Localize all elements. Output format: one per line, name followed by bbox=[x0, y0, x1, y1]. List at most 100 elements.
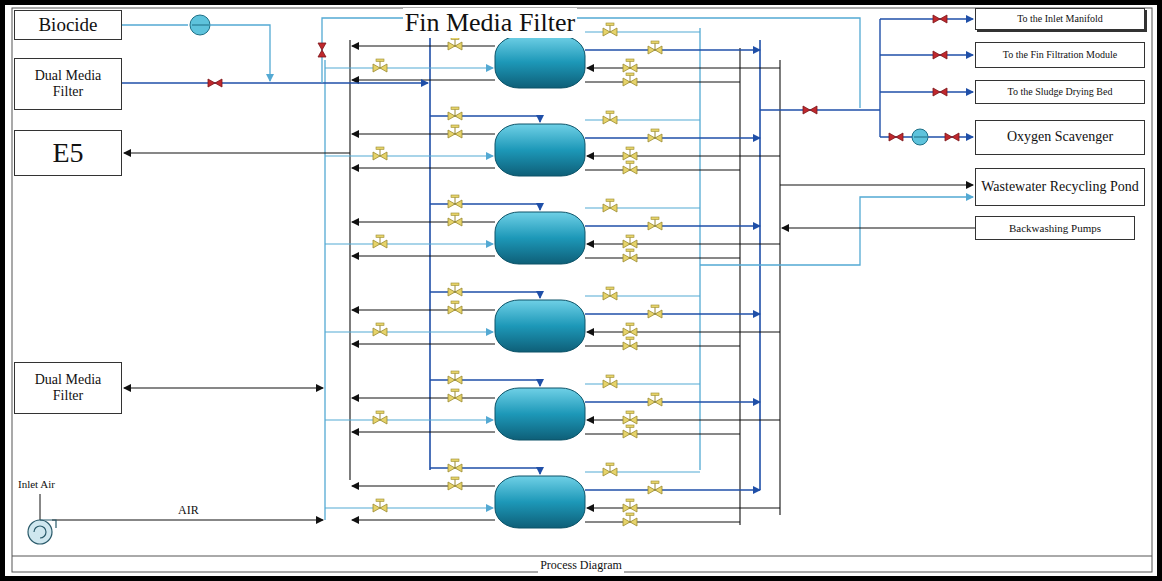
pump-symbol bbox=[914, 137, 927, 138]
box-label: Dual Media Filter bbox=[19, 68, 117, 100]
pipe-line bbox=[700, 197, 973, 265]
valve-stem bbox=[455, 215, 456, 222]
valve-stem bbox=[630, 75, 631, 82]
valve-stem bbox=[610, 25, 611, 32]
valve-handle bbox=[651, 393, 659, 396]
valve-handle bbox=[606, 23, 614, 26]
pipe-line bbox=[585, 82, 740, 83]
drawing-part bbox=[12, 556, 1152, 557]
process-box: Oxygen Scavenger bbox=[975, 120, 1145, 155]
process-box: To the Inlet Manifold bbox=[975, 8, 1145, 30]
valve-stem bbox=[655, 219, 656, 226]
line-label: AIR bbox=[176, 503, 201, 518]
valve-handle bbox=[626, 323, 634, 326]
valve-stem bbox=[655, 483, 656, 490]
valve-stem bbox=[655, 131, 656, 138]
process-box: Dual Media Filter bbox=[14, 362, 122, 414]
valve-handle bbox=[626, 337, 634, 340]
valve-stem bbox=[610, 113, 611, 120]
valve-stem bbox=[630, 61, 631, 68]
valve-stem bbox=[380, 325, 381, 332]
pipe-line bbox=[585, 489, 760, 490]
process-box: Wastewater Recycling Pond bbox=[975, 168, 1145, 206]
pipe-line bbox=[40, 494, 41, 520]
valve-handle bbox=[651, 217, 659, 220]
valve-stem bbox=[655, 307, 656, 314]
pipe-line bbox=[352, 80, 495, 81]
process-box: Dual Media Filter bbox=[14, 58, 122, 110]
valve-handle bbox=[651, 129, 659, 132]
valve-stem bbox=[380, 237, 381, 244]
valve-handle bbox=[626, 161, 634, 164]
pipe-line bbox=[210, 25, 270, 81]
pipe-line bbox=[587, 244, 780, 245]
red-valve bbox=[933, 88, 947, 96]
pipe-line bbox=[352, 256, 495, 257]
valve-stem bbox=[630, 413, 631, 420]
valve-handle bbox=[451, 389, 459, 392]
pipe-line bbox=[122, 82, 428, 84]
red-valve bbox=[803, 106, 817, 114]
valve-handle bbox=[451, 477, 459, 480]
valve-stem bbox=[380, 501, 381, 508]
valve-stem bbox=[455, 373, 456, 380]
inlet-label: Inlet Air bbox=[16, 478, 57, 490]
valve-handle bbox=[626, 499, 634, 502]
pipe-line bbox=[585, 119, 700, 120]
pipe-line bbox=[325, 243, 493, 244]
drawing-part bbox=[12, 8, 1152, 572]
red-valve bbox=[889, 133, 903, 141]
pipe-line bbox=[880, 54, 973, 55]
valve-handle bbox=[451, 125, 459, 128]
pipe-line bbox=[587, 156, 780, 157]
pipe-line bbox=[325, 419, 493, 420]
valve-handle bbox=[376, 235, 384, 238]
pipe-line bbox=[352, 310, 495, 311]
valve-handle bbox=[651, 305, 659, 308]
pipe-line bbox=[585, 258, 740, 259]
valve-handle bbox=[451, 301, 459, 304]
process-box: To the Sludge Drying Bed bbox=[975, 80, 1145, 104]
valve-stem bbox=[655, 395, 656, 402]
valve-stem bbox=[610, 201, 611, 208]
valve-stem bbox=[455, 109, 456, 116]
pipe-line bbox=[325, 67, 493, 68]
pipe-line bbox=[585, 137, 760, 138]
valve-stem bbox=[455, 461, 456, 468]
valve-stem bbox=[630, 325, 631, 332]
pipe-line bbox=[587, 68, 780, 69]
box-label: To the Fin Filtration Module bbox=[1003, 49, 1117, 61]
red-valve bbox=[208, 79, 222, 87]
pump-symbol bbox=[192, 25, 209, 26]
valve-stem bbox=[610, 377, 611, 384]
box-label: E5 bbox=[52, 137, 83, 169]
valve-handle bbox=[606, 463, 614, 466]
pipe-line bbox=[585, 401, 760, 402]
pipe-line bbox=[739, 48, 740, 525]
valve-handle bbox=[606, 111, 614, 114]
valve-handle bbox=[626, 249, 634, 252]
pipe-line bbox=[124, 152, 350, 153]
process-box: E5 bbox=[14, 130, 122, 176]
pipe-line bbox=[430, 116, 540, 122]
valve-stem bbox=[455, 285, 456, 292]
valve-handle bbox=[606, 287, 614, 290]
valve-handle bbox=[626, 235, 634, 238]
drawing-part bbox=[3, 3, 1160, 579]
air-blower bbox=[34, 520, 56, 538]
filter-tank bbox=[495, 36, 585, 88]
valve-stem bbox=[630, 501, 631, 508]
pipe-line bbox=[585, 522, 740, 523]
pipe-line bbox=[325, 155, 493, 156]
pipe-line bbox=[760, 109, 880, 111]
valve-handle bbox=[376, 411, 384, 414]
valve-handle bbox=[606, 199, 614, 202]
pipe-line bbox=[430, 468, 540, 474]
diagram-title: Fin Media Filter bbox=[403, 8, 577, 38]
pipe-line bbox=[430, 204, 540, 210]
valve-stem bbox=[630, 251, 631, 258]
pipe-line bbox=[352, 46, 495, 47]
filter-tank bbox=[495, 388, 585, 440]
pipe-line bbox=[880, 18, 973, 19]
